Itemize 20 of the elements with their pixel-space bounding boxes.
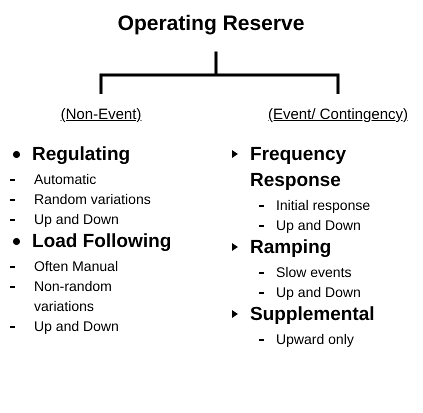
list-heading: Load Following [32, 230, 172, 254]
root-heading: Operating Reserve [118, 8, 304, 40]
category-label: (Non-Event) [60, 104, 142, 126]
bracket-connector [214, 52, 340, 94]
list-item: Random variations [34, 190, 152, 209]
list-item: Initial response [276, 196, 370, 215]
list-item: Up and Down [34, 210, 120, 229]
list-heading: Supplemental [250, 303, 376, 327]
list-item: Upward only [276, 330, 354, 349]
list-item: Up and Down [34, 317, 120, 336]
list-item: Often Manual [34, 257, 120, 276]
list-item: Slow events [276, 263, 352, 282]
list-heading: Frequency Response [250, 143, 348, 193]
category-label: (Event/ Contingency) [268, 104, 408, 126]
list-heading: Ramping [250, 236, 332, 260]
list-item: Automatic [34, 170, 98, 189]
list-item: Up and Down [276, 283, 361, 302]
list-heading: Regulating [32, 143, 132, 167]
list-item: Non-random variations [34, 277, 113, 316]
list-item: Up and Down [276, 216, 361, 235]
